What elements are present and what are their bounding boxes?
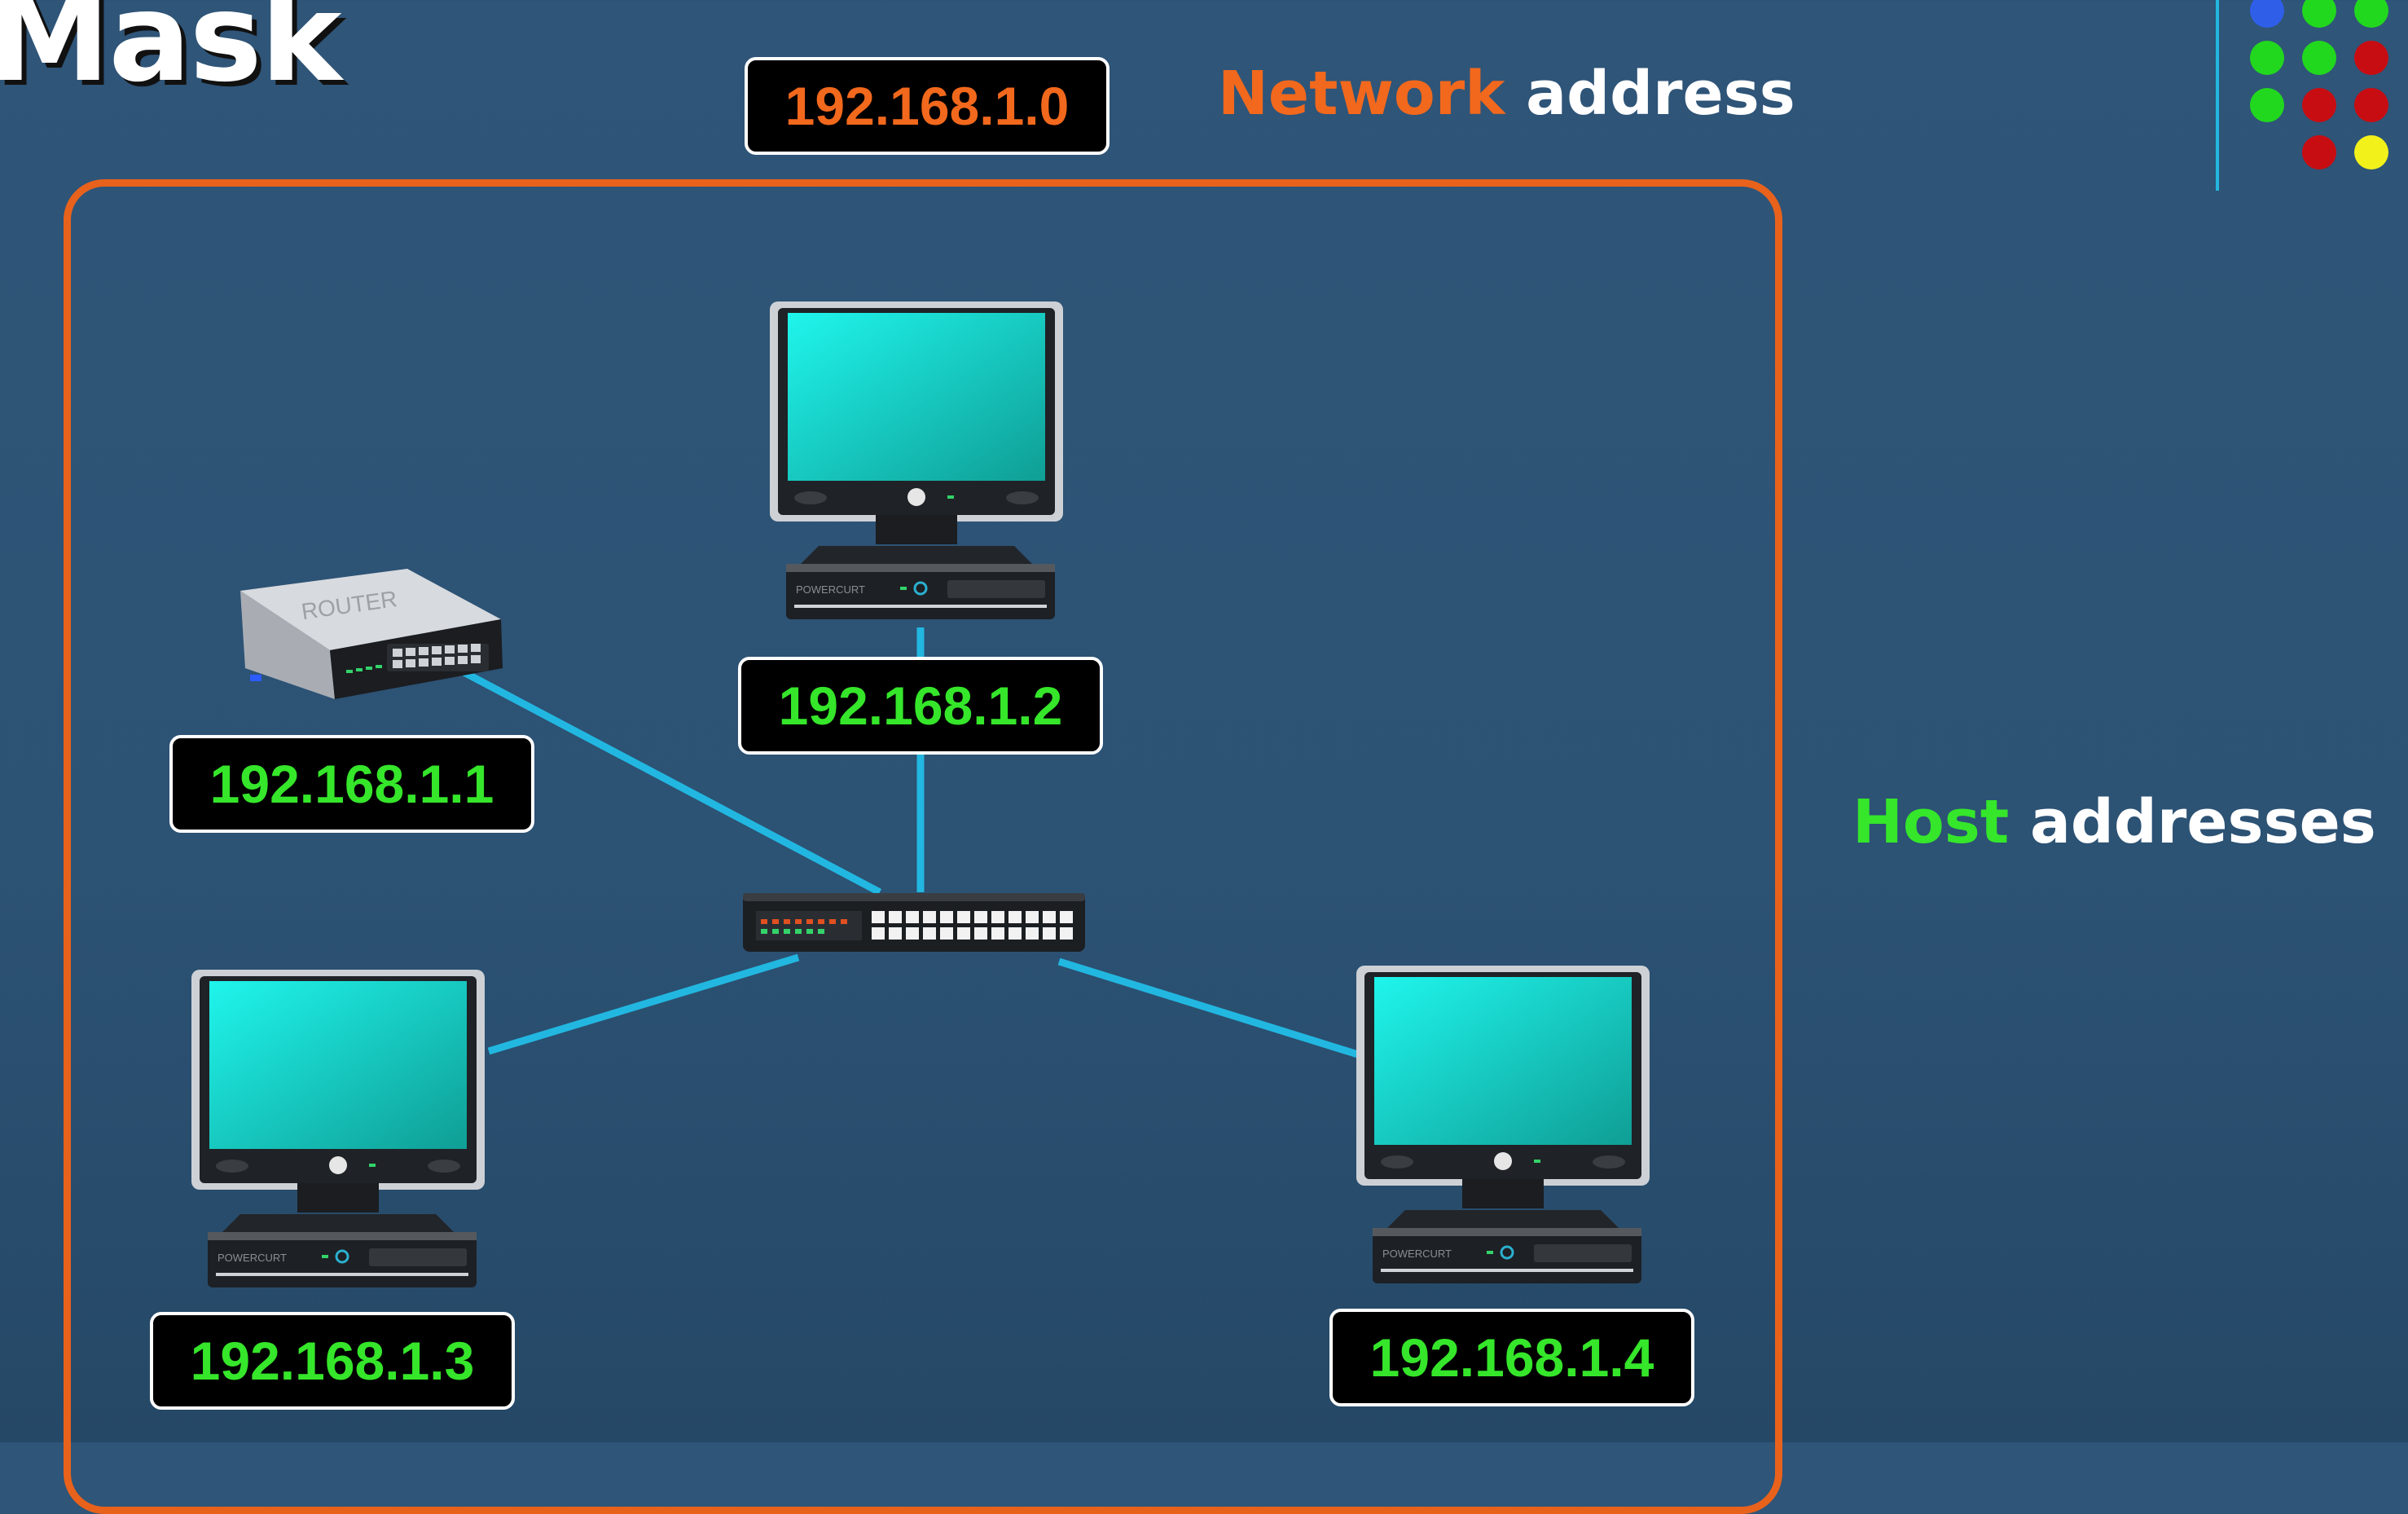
computer-left: POWERCURT [183, 970, 493, 1299]
host-addresses-caption: Host addresses [1852, 787, 2376, 857]
pc-right-ip-label: 192.168.1.4 [1329, 1309, 1694, 1406]
link-left-switch [487, 953, 800, 1055]
switch-port [974, 927, 987, 940]
switch-port [957, 911, 970, 923]
switch-port [940, 927, 953, 940]
switch-port [923, 911, 936, 923]
svg-text:POWERCURT: POWERCURT [218, 1252, 287, 1264]
switch-port [906, 911, 919, 923]
switch-port [1043, 911, 1056, 923]
host-caption-rest: addresses [2009, 787, 2376, 857]
computer-top: POWERCURT [762, 301, 1071, 631]
switch-port [1060, 911, 1073, 923]
pc-top-ip-label: 192.168.1.2 [738, 657, 1103, 755]
router-ip-label: 192.168.1.1 [169, 735, 534, 833]
switch-port [889, 911, 902, 923]
status-dot [2354, 41, 2388, 75]
computer-icon: POWERCURT [191, 970, 485, 1287]
switch-port [906, 927, 919, 940]
status-dot [2354, 0, 2388, 28]
switch-port [1008, 927, 1022, 940]
computer-icon: POWERCURT [770, 301, 1063, 619]
host-caption-accent: Host [1852, 787, 2010, 857]
divider-line [2216, 0, 2219, 191]
switch-port [1026, 911, 1039, 923]
status-dot [2302, 88, 2336, 122]
status-dot [2302, 135, 2336, 169]
svg-text:POWERCURT: POWERCURT [796, 583, 865, 596]
computer-icon: POWERCURT [1356, 966, 1650, 1283]
switch-port [957, 927, 970, 940]
network-address-label: 192.168.1.0 [745, 57, 1110, 155]
switch-port [872, 911, 885, 923]
switch-port [1060, 927, 1073, 940]
link-router-switch [454, 665, 882, 896]
network-address-caption: Network address [1218, 59, 1795, 129]
switch-port [872, 927, 885, 940]
status-dot [2302, 0, 2336, 28]
router-icon: ROUTER [240, 569, 503, 699]
network-caption-rest: address [1505, 59, 1795, 129]
status-dot [2302, 41, 2336, 75]
switch-port [940, 911, 953, 923]
svg-text:POWERCURT: POWERCURT [1382, 1248, 1452, 1260]
status-dot [2250, 41, 2284, 75]
network-caption-accent: Network [1218, 59, 1505, 129]
status-dot [2354, 88, 2388, 122]
pc-left-ip-label: 192.168.1.3 [150, 1312, 515, 1410]
switch-port [991, 911, 1004, 923]
computer-right: POWERCURT [1348, 966, 1658, 1295]
switch-port [923, 927, 936, 940]
status-dot [2354, 135, 2388, 169]
status-dot [2250, 0, 2284, 28]
switch-port [1008, 911, 1022, 923]
status-dot [2250, 88, 2284, 122]
switch-port [1043, 927, 1056, 940]
switch-icon [743, 893, 1085, 952]
switch-port [889, 927, 902, 940]
page-title: Mask [0, 0, 342, 109]
switch-port [974, 911, 987, 923]
switch-port [1026, 927, 1039, 940]
switch-port [991, 927, 1004, 940]
link-right-switch [1057, 957, 1362, 1059]
